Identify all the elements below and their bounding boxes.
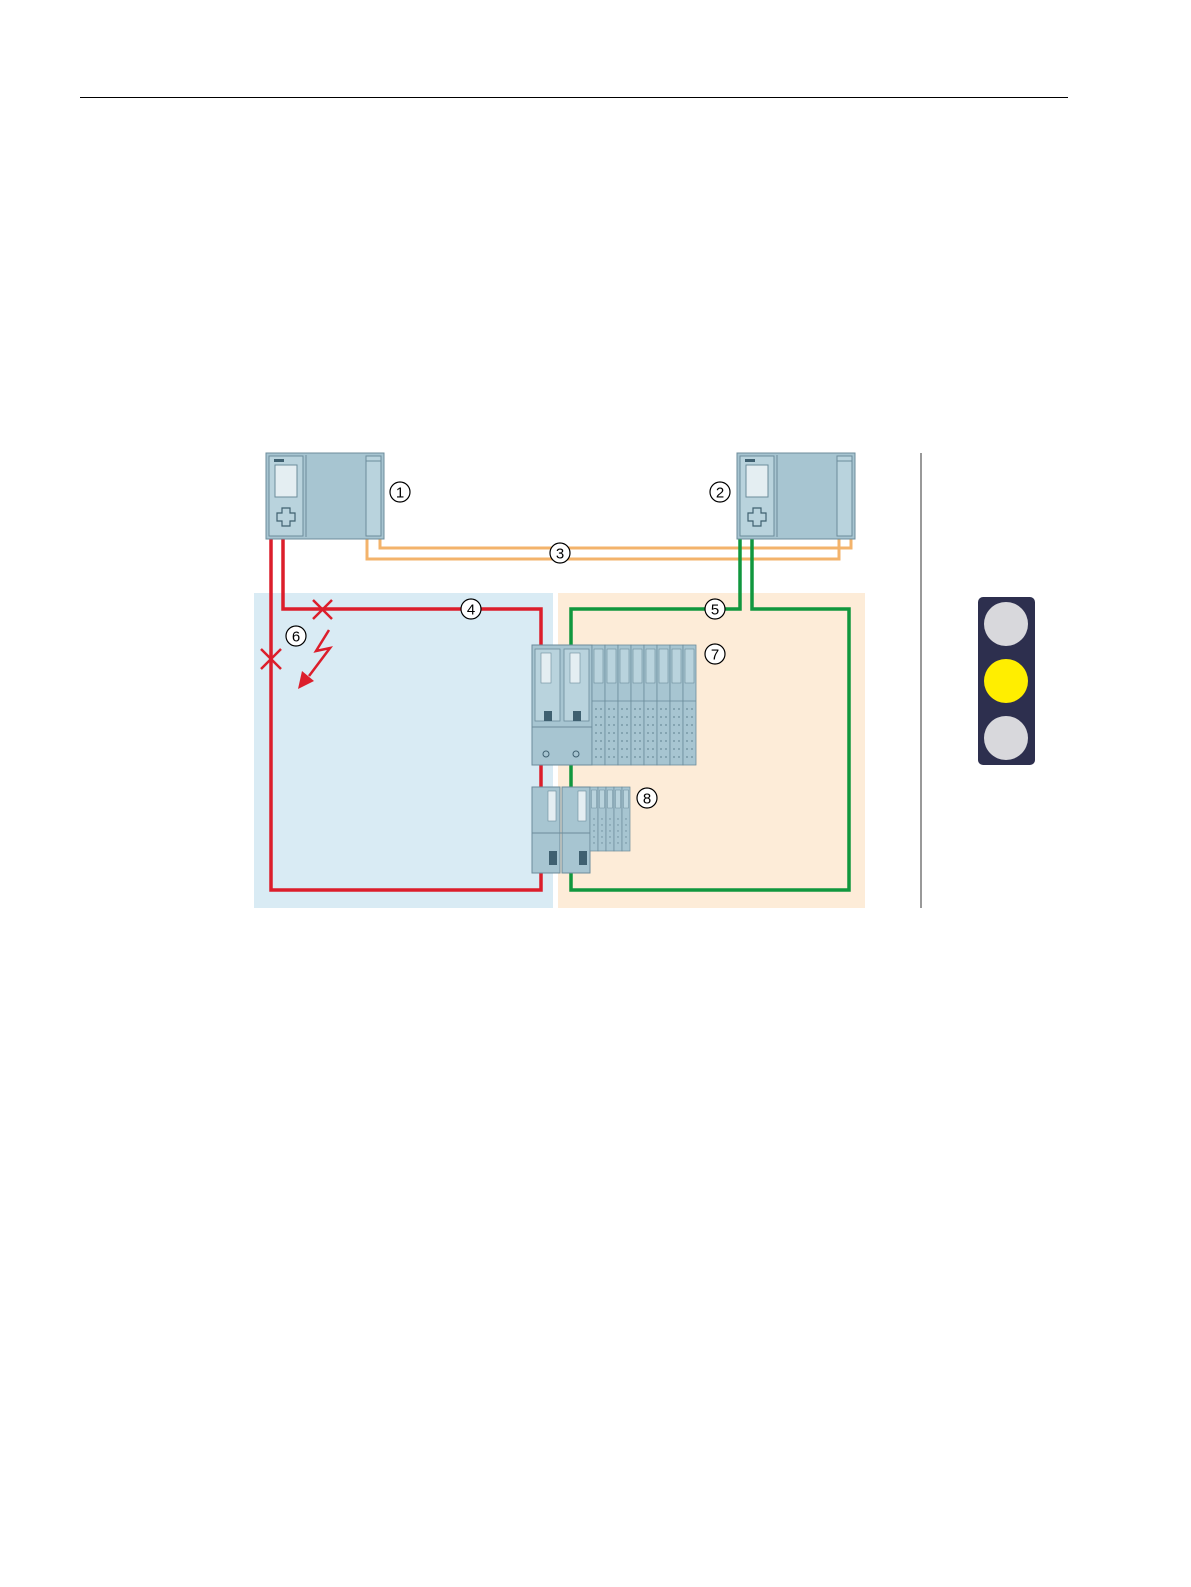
svg-text:8: 8 — [643, 791, 651, 808]
lamp-middle — [984, 659, 1028, 703]
cpu-2-icon — [737, 453, 855, 539]
callout-8: 8 — [637, 788, 657, 808]
callout-7: 7 — [705, 644, 725, 664]
svg-text:7: 7 — [711, 647, 719, 664]
traffic-light-icon — [978, 597, 1035, 765]
cpu-1-icon — [266, 453, 384, 539]
callout-2: 2 — [710, 482, 730, 502]
svg-text:1: 1 — [396, 485, 404, 502]
callout-6: 6 — [286, 626, 306, 646]
callout-4: 4 — [461, 599, 481, 619]
sync-link-3 — [367, 538, 851, 559]
svg-text:5: 5 — [711, 602, 719, 619]
callout-1: 1 — [390, 482, 410, 502]
callout-3: 3 — [550, 543, 570, 563]
svg-text:3: 3 — [556, 546, 564, 563]
io-station-7-icon — [532, 645, 696, 765]
lamp-top — [984, 602, 1028, 646]
svg-text:4: 4 — [467, 602, 475, 619]
lamp-bottom — [984, 716, 1028, 760]
svg-text:6: 6 — [292, 629, 300, 646]
callout-5: 5 — [705, 599, 725, 619]
svg-text:2: 2 — [716, 485, 724, 502]
